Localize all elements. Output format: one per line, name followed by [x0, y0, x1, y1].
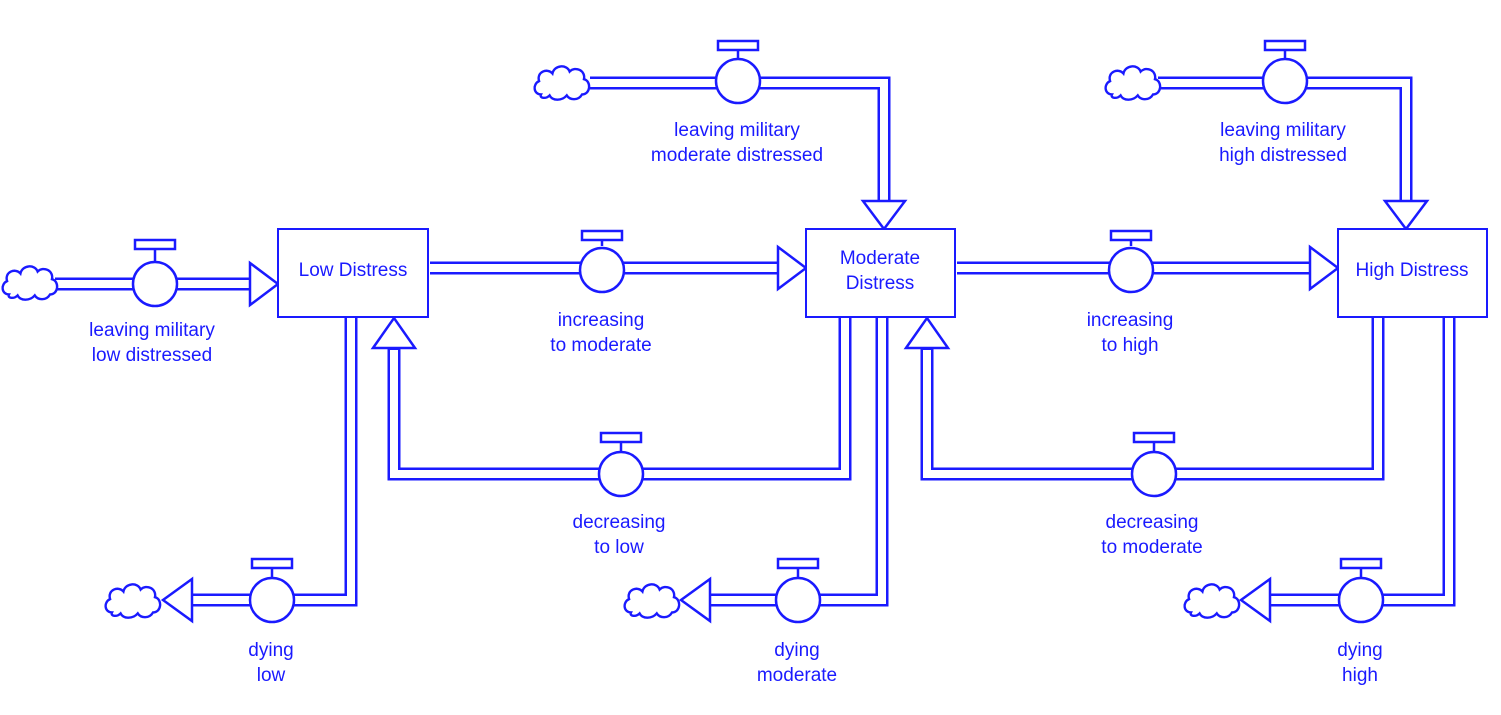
cloud-icon: [533, 65, 591, 101]
valve-icon[interactable]: [714, 39, 762, 105]
flow-label-increasing-high: to high: [1101, 335, 1158, 356]
valve-icon[interactable]: [248, 557, 296, 624]
flow-label-leaving-high: high distressed: [1219, 145, 1347, 166]
flow-label-leaving-moderate: moderate distressed: [651, 145, 823, 166]
arrowhead-dying-high: [1238, 576, 1272, 624]
arrowhead-into-high-top: [1382, 199, 1430, 232]
pipe-leaving-high: [1158, 76, 1413, 203]
cloud-icon: [1104, 65, 1162, 101]
flow-label-leaving-low: leaving military: [89, 320, 215, 341]
pipe-leaving-moderate: [590, 76, 891, 203]
flow-label-increasing-high: increasing: [1087, 310, 1174, 331]
pipe-dying-low: [190, 316, 358, 607]
stock-label: Moderate: [840, 248, 920, 269]
valve-icon[interactable]: [1261, 39, 1309, 105]
flow-label-increasing-moderate: increasing: [558, 310, 645, 331]
flow-label-dying-low: low: [257, 665, 286, 686]
arrowhead-dying-moderate: [678, 576, 712, 624]
arrowhead-into-moderate-left: [776, 244, 809, 292]
flow-label-dying-high: dying: [1337, 640, 1382, 661]
stock-label: Distress: [846, 273, 915, 294]
stock-label: High Distress: [1356, 260, 1469, 281]
arrowhead-into-low-bottom: [370, 315, 418, 350]
flow-label-leaving-high: leaving military: [1220, 120, 1346, 141]
stock-label: Low Distress: [299, 260, 408, 281]
arrowhead-into-moderate-top: [860, 199, 908, 232]
valve-icon[interactable]: [1130, 431, 1178, 498]
flow-label-leaving-low: low distressed: [92, 345, 212, 366]
valve-icon[interactable]: [597, 431, 645, 498]
valve-icon[interactable]: [1337, 557, 1385, 624]
stock-low-distress[interactable]: Low Distress: [277, 228, 429, 318]
flow-label-increasing-moderate: to moderate: [550, 335, 651, 356]
flow-label-decreasing-moderate: decreasing: [1106, 512, 1199, 533]
cloud-icon: [104, 583, 162, 619]
flow-label-dying-moderate: dying: [774, 640, 819, 661]
stock-high-distress[interactable]: High Distress: [1337, 228, 1488, 318]
valve-icon[interactable]: [131, 238, 179, 308]
cloud-icon: [1183, 583, 1241, 619]
valve-icon[interactable]: [774, 557, 822, 624]
pipe-dying-moderate: [708, 316, 889, 607]
flow-label-decreasing-low: decreasing: [573, 512, 666, 533]
flow-label-dying-high: high: [1342, 665, 1378, 686]
cloud-icon: [623, 583, 681, 619]
flow-label-decreasing-moderate: to moderate: [1101, 537, 1202, 558]
valve-icon[interactable]: [1107, 229, 1155, 294]
stock-moderate-distress[interactable]: Moderate Distress: [805, 228, 956, 318]
arrowhead-dying-low: [160, 576, 194, 624]
arrowhead-into-moderate-bottom: [903, 315, 951, 350]
arrowhead-into-low: [248, 260, 281, 308]
flow-label-dying-moderate: moderate: [757, 665, 837, 686]
pipe-dying-high: [1268, 316, 1456, 607]
flow-label-decreasing-low: to low: [594, 537, 644, 558]
cloud-icon: [1, 265, 59, 301]
flow-label-dying-low: dying: [248, 640, 293, 661]
valve-icon[interactable]: [578, 229, 626, 294]
arrowhead-into-high-left: [1308, 244, 1341, 292]
flow-label-leaving-moderate: leaving military: [674, 120, 800, 141]
